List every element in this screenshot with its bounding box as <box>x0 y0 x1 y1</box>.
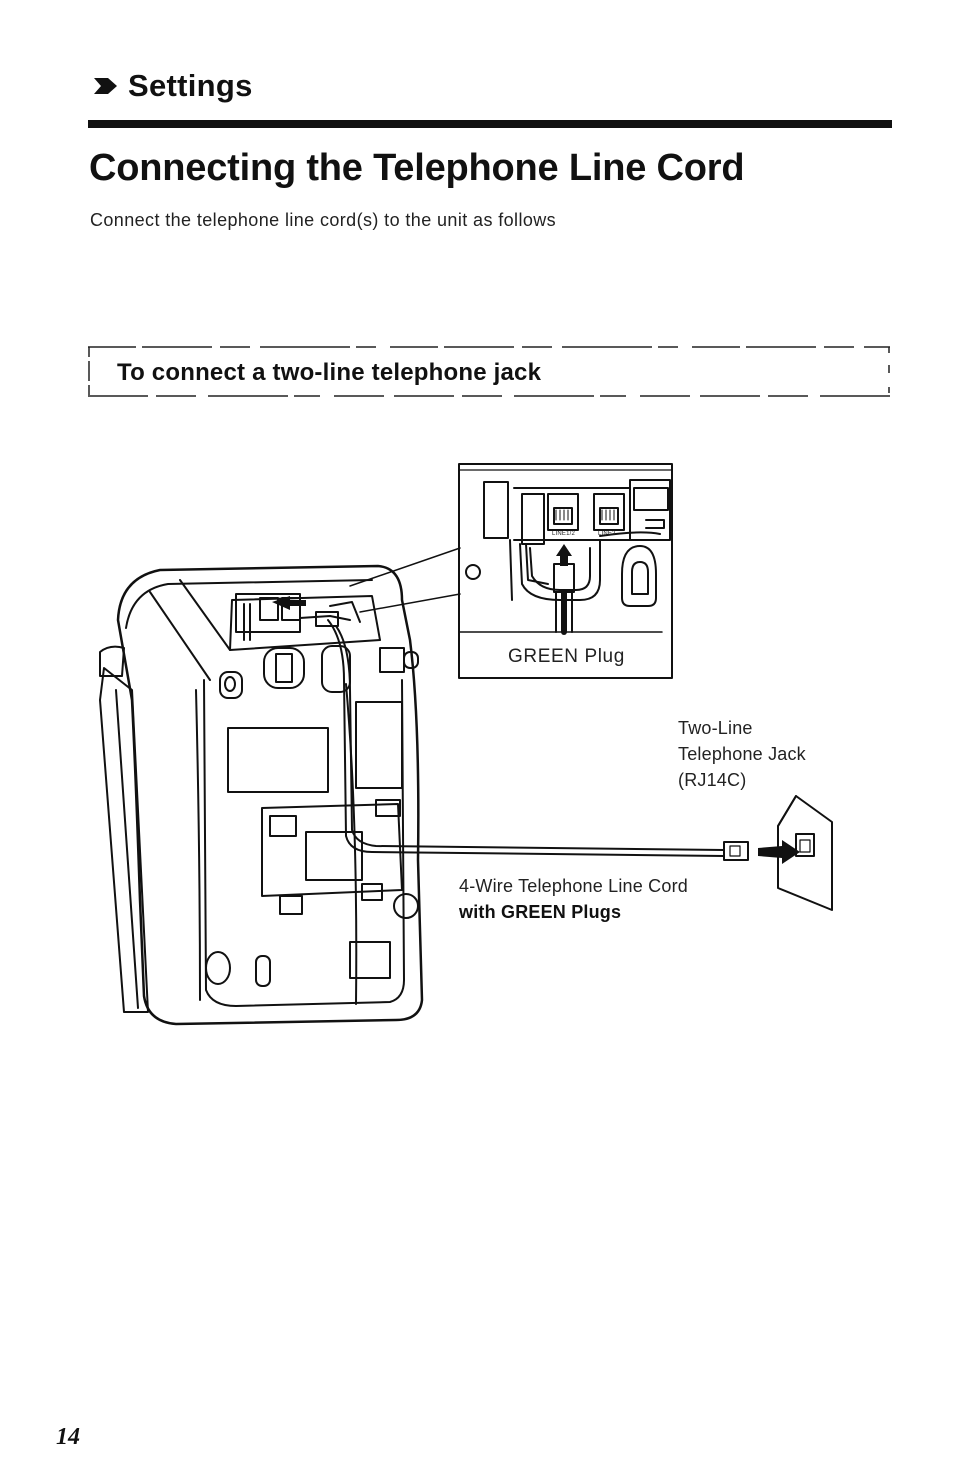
inset-detail <box>458 463 673 679</box>
page-number: 14 <box>56 1424 80 1450</box>
intro-text: Connect the telephone line cord(s) to th… <box>90 210 557 230</box>
dashed-frame <box>88 346 890 397</box>
base-unit-illustration <box>116 564 424 1026</box>
port-label-1: LINE1/2 <box>552 531 576 537</box>
jack-label-line3: (RJ14C) <box>678 770 747 790</box>
jack-label-line2: Telephone Jack <box>678 744 806 764</box>
header-rule <box>88 120 892 128</box>
port-label-2: LINE2 <box>598 531 616 537</box>
section-title: Settings <box>128 68 253 103</box>
antenna-icon <box>99 645 149 1013</box>
subsection-box: To connect a two-line telephone jack <box>88 345 890 397</box>
inset-label: GREEN Plug <box>508 646 625 667</box>
cord-label-line2: with GREEN Plugs <box>459 902 622 922</box>
subsection-title: To connect a two-line telephone jack <box>117 359 542 386</box>
wall-jack-icon <box>777 795 833 911</box>
page-title: Connecting the Telephone Line Cord <box>89 147 745 189</box>
arrow-right-icon <box>94 78 117 94</box>
cord-label-line1: 4-Wire Telephone Line Cord <box>459 876 688 896</box>
line-cord <box>327 619 749 861</box>
jack-label-line1: Two-Line <box>678 718 753 738</box>
section-header: Settings <box>90 68 253 104</box>
